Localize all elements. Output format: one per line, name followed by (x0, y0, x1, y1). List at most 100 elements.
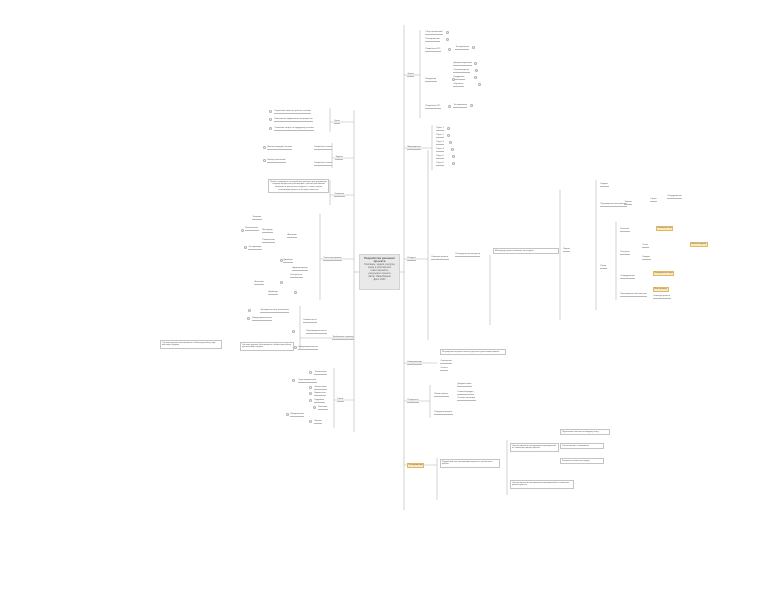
topic-node[interactable]: Выбор технологий (267, 159, 286, 163)
collapse-toggle-icon[interactable] (446, 31, 450, 35)
topic-node[interactable]: Аналитик (287, 234, 298, 238)
branch-participants[interactable]: Участники проекта (323, 257, 343, 261)
topic-node[interactable]: Оборудование (620, 275, 636, 279)
topic-node[interactable]: Прочие (314, 420, 323, 424)
topic-node[interactable]: Тестирование (453, 104, 468, 108)
collapse-toggle-icon[interactable] (475, 69, 479, 73)
topic-node[interactable]: Обучение (453, 83, 464, 87)
collapse-toggle-icon[interactable] (263, 146, 267, 150)
topic-node[interactable]: Риски (600, 265, 607, 269)
branch-planning[interactable]: Планирование (407, 463, 425, 468)
topic-node[interactable]: Снижение затрат на поддержку системы (274, 127, 315, 131)
topic-node[interactable]: Производительность (306, 330, 328, 334)
collapse-toggle-icon[interactable] (470, 104, 474, 108)
note-node[interactable]: Система должна обеспечивать стабильную р… (240, 342, 294, 351)
topic-node[interactable]: Разработка плана (314, 162, 333, 166)
topic-node[interactable]: Время (563, 248, 571, 252)
branch-description[interactable]: Описание (334, 193, 345, 197)
topic-node[interactable]: Внедрение (425, 78, 437, 82)
topic-node[interactable]: Сопровождение (453, 69, 470, 73)
highlight-node[interactable]: Контрольная точка (653, 271, 675, 276)
topic-node[interactable]: Анализ текущей системы (267, 146, 293, 150)
collapse-toggle-icon[interactable] (292, 330, 296, 334)
topic-node[interactable]: Тестировщик (248, 246, 262, 250)
collapse-toggle-icon[interactable] (451, 148, 455, 152)
topic-node[interactable]: Консультант (290, 274, 303, 278)
topic-node[interactable]: Пункт 2 (436, 134, 445, 138)
collapse-toggle-icon[interactable] (248, 309, 252, 313)
topic-node[interactable]: Программное обеспечение (620, 293, 648, 297)
collapse-toggle-icon[interactable] (448, 48, 452, 52)
topic-node[interactable]: Готовый продукт (457, 391, 475, 395)
collapse-toggle-icon[interactable] (309, 386, 313, 390)
topic-node[interactable]: Задачи (624, 201, 632, 205)
topic-node[interactable]: Функциональные требования (260, 309, 290, 313)
topic-node[interactable]: Юридические (290, 413, 305, 417)
topic-node[interactable]: Качество (620, 228, 630, 232)
collapse-toggle-icon[interactable] (447, 134, 451, 138)
collapse-toggle-icon[interactable] (263, 159, 267, 163)
collapse-toggle-icon[interactable] (474, 76, 478, 80)
topic-node[interactable]: Кадровые (314, 399, 325, 403)
collapse-toggle-icon[interactable] (446, 38, 450, 42)
collapse-toggle-icon[interactable] (244, 246, 248, 250)
description-text[interactable]: Проект направлен на разработку решения д… (268, 179, 329, 193)
note-node[interactable]: Контроль выполнения задач (560, 458, 604, 465)
collapse-toggle-icon[interactable] (452, 155, 456, 159)
collapse-toggle-icon[interactable] (447, 127, 451, 131)
branch-requirements[interactable]: Требования к проекту (332, 336, 355, 340)
topic-node[interactable]: Безопасность (303, 319, 318, 323)
topic-node[interactable]: Разработка ПО (425, 48, 441, 52)
note-node[interactable]: Согласование с заказчиком (560, 443, 604, 450)
collapse-toggle-icon[interactable] (292, 379, 296, 383)
topic-node[interactable]: Разработка плана (314, 146, 333, 150)
topic-node[interactable]: Тестирование (455, 46, 470, 50)
topic-node[interactable]: Организационные (298, 379, 317, 383)
topic-node[interactable]: Программное обеспечение (600, 203, 628, 207)
topic-node[interactable]: Совещания (440, 360, 453, 364)
topic-node[interactable]: Финансовые (314, 386, 328, 390)
topic-node[interactable]: Аналитик (254, 281, 265, 285)
collapse-toggle-icon[interactable] (269, 110, 273, 114)
collapse-toggle-icon[interactable] (309, 399, 313, 403)
topic-node[interactable]: Разработчик (262, 239, 276, 243)
collapse-toggle-icon[interactable] (472, 46, 476, 50)
collapse-toggle-icon[interactable] (478, 83, 482, 87)
topic-node[interactable]: Разработка ПО (425, 105, 441, 109)
topic-node[interactable]: Документация (457, 383, 472, 387)
topic-node[interactable]: Пункт 4 (436, 148, 445, 152)
branch-results[interactable]: Результаты (407, 399, 419, 403)
highlight-node[interactable]: Итог проекта (653, 287, 669, 292)
collapse-toggle-icon[interactable] (309, 392, 313, 396)
topic-node[interactable]: Менеджер (262, 229, 274, 233)
topic-node[interactable]: Дизайнер (283, 259, 294, 263)
note-node[interactable]: Система должна обеспечивать стабильную р… (160, 340, 222, 349)
topic-node[interactable]: Нефункциональные (298, 346, 319, 350)
topic-node[interactable]: Бюджет (642, 256, 651, 260)
topic-node[interactable]: Внешние (318, 406, 328, 410)
topic-node[interactable]: Бюджет (600, 183, 609, 187)
topic-node[interactable]: Поддержка (453, 76, 465, 80)
topic-node[interactable]: Сбор требований (425, 31, 443, 35)
topic-node[interactable]: Контроль (620, 251, 631, 255)
topic-node[interactable]: Нефункциональные (252, 317, 273, 321)
collapse-toggle-icon[interactable] (280, 259, 284, 263)
collapse-toggle-icon[interactable] (452, 78, 456, 82)
note-node[interactable]: Подробный план реализации проекта с учёт… (440, 459, 500, 468)
branch-tasks[interactable]: Задачи (335, 156, 343, 160)
branch-stages[interactable]: Этапы (407, 73, 415, 77)
topic-node[interactable]: Документирование (453, 62, 473, 66)
topic-node[interactable]: Команда проекта (653, 295, 671, 299)
topic-node[interactable]: Пункт 1 (436, 127, 445, 131)
branch-activities[interactable]: Мероприятия (407, 146, 422, 150)
collapse-toggle-icon[interactable] (280, 281, 284, 285)
collapse-toggle-icon[interactable] (448, 105, 452, 109)
collapse-toggle-icon[interactable] (247, 317, 251, 321)
topic-node[interactable]: Заказчик (252, 216, 262, 220)
collapse-toggle-icon[interactable] (286, 413, 290, 417)
topic-node[interactable]: Исполнитель (245, 227, 259, 231)
collapse-toggle-icon[interactable] (294, 291, 298, 295)
topic-node[interactable]: Сроки (650, 198, 657, 202)
topic-node[interactable]: Планирование (425, 38, 441, 42)
branch-goals[interactable]: Цели (334, 120, 340, 124)
